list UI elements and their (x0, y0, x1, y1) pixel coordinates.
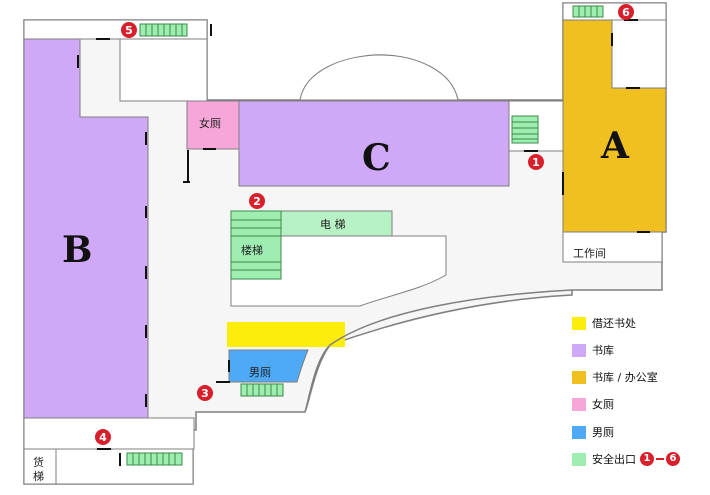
room-b-label: B (62, 229, 92, 271)
circulation-desk (227, 322, 345, 347)
exit-stairs-6 (572, 5, 604, 18)
legend-item-circulation: 借还书处 (572, 316, 636, 330)
exit-stairs-4 (126, 452, 183, 466)
legend-label: 女厕 (592, 398, 614, 411)
mens-restroom-label: 男厕 (249, 366, 271, 379)
door-marks (77, 19, 650, 466)
exit-marker-4: 4 (95, 429, 111, 445)
legend-item-exit: 安全出口 1 6 (572, 452, 680, 466)
legend-item-womens-restroom: 女厕 (572, 397, 614, 411)
exit-range-start-badge: 1 (640, 452, 654, 466)
dome (299, 54, 459, 101)
womens-restroom-label: 女厕 (199, 116, 221, 130)
legend-label: 安全出口 (592, 453, 636, 466)
room-northwest (119, 38, 208, 102)
exit-range-end-badge: 6 (666, 452, 680, 466)
legend-item-mens-restroom: 男厕 (572, 425, 614, 439)
room-freight-elevator (23, 448, 57, 485)
room-a-label: A (600, 125, 630, 167)
room-mens-restroom (228, 349, 309, 383)
legend-label: 书库 / 办公室 (592, 371, 658, 384)
exit-marker-6: 6 (618, 4, 634, 20)
svg-text:3: 3 (201, 387, 209, 400)
freight-elevator-label-2: 梯 (33, 470, 44, 483)
legend-item-stacks-office: 书库 / 办公室 (572, 370, 658, 384)
svg-text:4: 4 (99, 431, 107, 444)
stair-block (230, 235, 447, 307)
exit-stairs-1 (511, 115, 539, 144)
legend-label: 男厕 (592, 426, 614, 439)
legend-swatch (572, 343, 586, 357)
legend-item-stacks: 书库 (572, 343, 614, 357)
exit-marker-5: 5 (121, 22, 137, 38)
svg-text:2: 2 (253, 195, 261, 208)
room-a-inner (611, 19, 667, 89)
range-dash (656, 458, 664, 460)
legend-swatch (572, 397, 586, 411)
south-wall-curve (304, 289, 573, 413)
legend-swatch (572, 425, 586, 439)
legend-label: 书库 (592, 344, 614, 357)
legend-label: 借还书处 (592, 317, 636, 330)
room-womens-restroom (186, 100, 240, 150)
freight-elevator-label-1: 货 (33, 455, 44, 469)
workroom-label: 工作间 (573, 247, 606, 260)
room-c-label: C (362, 137, 391, 179)
stairs (230, 210, 282, 280)
exit-marker-2: 2 (249, 193, 265, 209)
elevator-label: 电 梯 (320, 218, 346, 231)
svg-text:1: 1 (532, 156, 540, 169)
exit-marker-1: 1 (528, 154, 544, 170)
room-c (238, 100, 510, 187)
room-workroom (562, 231, 663, 263)
stairs-label: 楼梯 (241, 243, 263, 257)
svg-text:6: 6 (622, 6, 630, 19)
legend-swatch (572, 370, 586, 384)
svg-text:5: 5 (125, 24, 133, 37)
elevator (280, 210, 393, 237)
legend-swatch (572, 452, 586, 466)
exit-stairs-5 (139, 23, 188, 37)
legend-swatch (572, 316, 586, 330)
exit-marker-3: 3 (197, 385, 213, 401)
exit-stairs-3 (240, 383, 284, 397)
